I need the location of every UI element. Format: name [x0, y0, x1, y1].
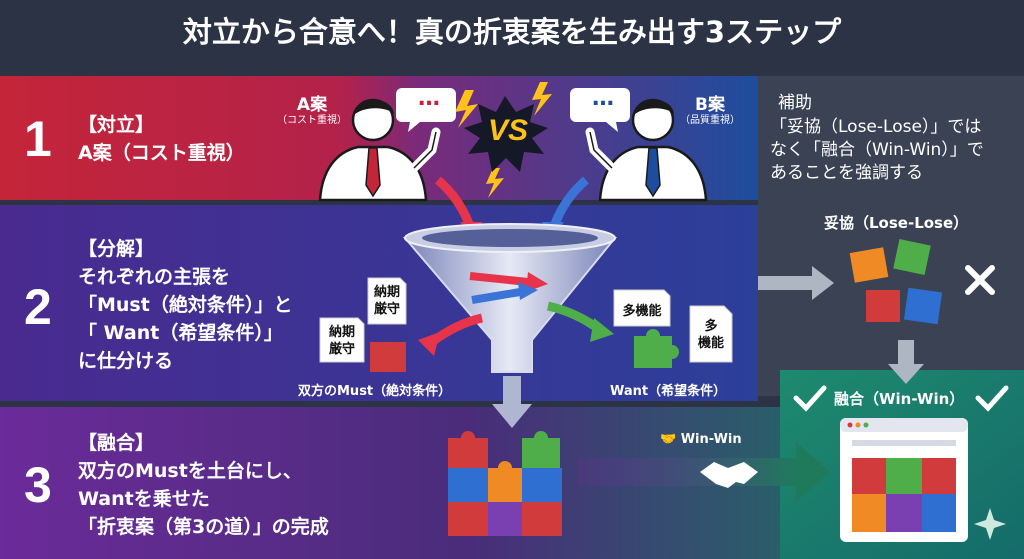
- must-card: [367, 277, 407, 325]
- person-a-illustration: [318, 98, 441, 202]
- must-caption: 双方のMust（絶対条件）: [298, 384, 452, 399]
- step1-number: 1: [24, 111, 52, 167]
- step3-text: 双方のMustを土台にし、: [78, 460, 302, 482]
- must-card-text: 納期厳守: [373, 285, 400, 317]
- solution-window: [840, 418, 968, 542]
- must-card-text: 納期厳守: [328, 325, 355, 357]
- cross-icon: [965, 265, 995, 295]
- vs-burst: [464, 96, 548, 172]
- arrow-to-win: [888, 364, 924, 384]
- proposal-a-label: A案: [296, 95, 328, 115]
- lightning-icon: [486, 168, 504, 198]
- lose-lose-label: 妥協（Lose-Lose）: [824, 214, 969, 232]
- step2-heading: 【分解】: [78, 238, 155, 260]
- want-card: [613, 289, 671, 327]
- arrow-to-lose: [812, 266, 834, 300]
- want-arrow: [590, 318, 614, 342]
- speech-text-a: …: [418, 86, 440, 111]
- lose-lose-puzzle: [849, 239, 943, 325]
- note-panel: [758, 76, 1024, 396]
- proposal-b-sub: （品質重視）: [680, 115, 740, 126]
- win-win-arrow: [796, 442, 830, 502]
- step2-text: それぞれの主張を: [78, 266, 231, 288]
- step1-heading: 【対立】: [78, 114, 155, 136]
- step1-text: A案（コスト重視）: [78, 142, 245, 164]
- want-caption: Want（希望条件）: [610, 384, 727, 399]
- speech-bubble-a: [396, 88, 456, 132]
- step3-number: 3: [24, 457, 52, 513]
- down-arrow: [492, 404, 532, 428]
- note-text: 「妥協（Lose-Lose）」では: [770, 117, 982, 137]
- note-text: あることを強調する: [770, 163, 923, 183]
- step3-text: Wantを乗せた: [78, 488, 210, 510]
- must-card: [319, 317, 365, 363]
- step2-text: 「Must（絶対条件）」と: [78, 294, 293, 316]
- vs-label: VS: [487, 114, 529, 147]
- step3-heading: 【融合】: [78, 432, 155, 454]
- page-title: 対立から合意へ！真の折衷案を生み出す3ステップ: [182, 15, 842, 49]
- puzzle-stack: [448, 431, 562, 536]
- note-text: なく「融合（Win-Win）」で: [770, 140, 984, 160]
- handshake-icon: 🤝: [660, 432, 677, 447]
- lightning-icon: [532, 82, 552, 116]
- handshake-icon: [700, 462, 758, 488]
- step2-text: 「 Want（希望条件）」: [78, 322, 283, 344]
- lightning-icon: [455, 90, 478, 128]
- proposal-b-label: B案: [695, 95, 725, 115]
- step2-text: に仕分ける: [78, 350, 174, 372]
- proposal-a-sub: （コスト重視）: [277, 115, 347, 126]
- sparkle-icon: [974, 508, 1006, 540]
- win-win-label: 融合（Win-Win）: [834, 390, 965, 408]
- title-band: [0, 0, 1024, 76]
- must-puzzle-icon: [370, 342, 406, 372]
- want-card-text: 多機能: [697, 319, 724, 351]
- arrow-label: 🤝 Win-Win: [660, 432, 742, 447]
- check-icon: [793, 385, 827, 412]
- speech-text-b: …: [592, 86, 614, 111]
- funnel-illustration: [402, 223, 618, 373]
- want-card-text: 多機能: [622, 304, 662, 319]
- step3-text: 「折衷案（第3の道）」の完成: [78, 516, 329, 538]
- step2-number: 2: [24, 279, 52, 335]
- want-card: [689, 305, 733, 363]
- check-icon: [975, 385, 1009, 412]
- note-heading: 補助: [778, 93, 812, 113]
- want-puzzle-icon: [634, 329, 679, 368]
- must-arrow: [418, 332, 440, 356]
- speech-bubble-b: [570, 88, 630, 132]
- person-b-illustration: [585, 98, 708, 202]
